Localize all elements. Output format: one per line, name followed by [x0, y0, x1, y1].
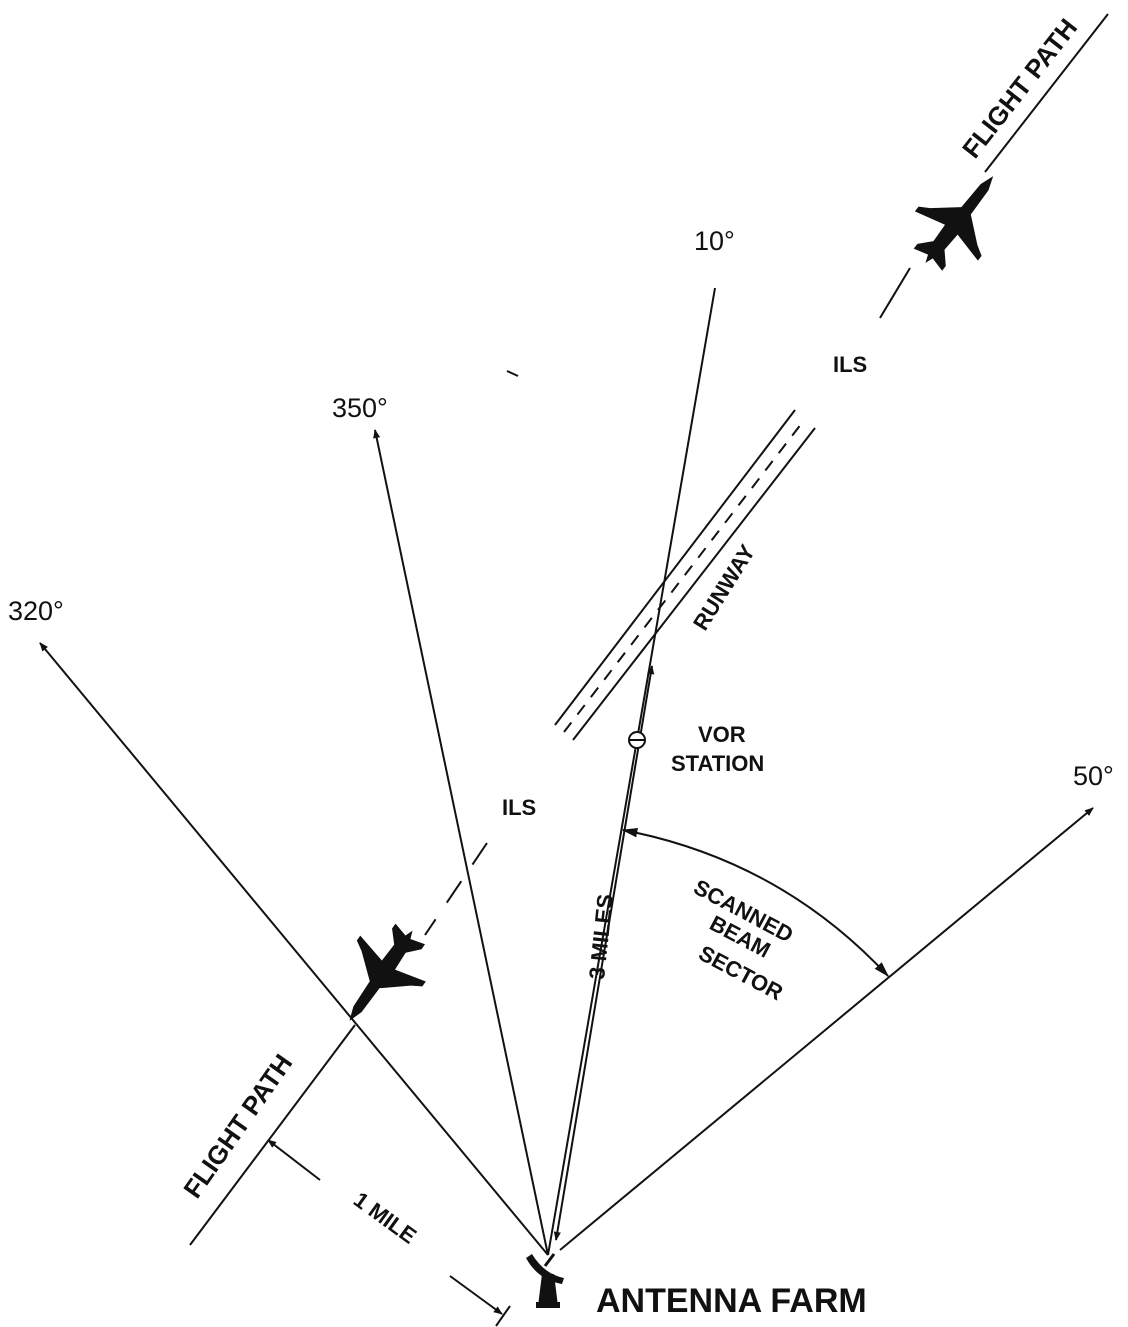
- flight-path-line-top: [984, 13, 1109, 173]
- flight-path-line-bottom: [189, 1024, 356, 1246]
- stray-mark: [506, 370, 519, 377]
- antenna-dish-icon: [526, 1253, 564, 1308]
- ils-dash-bottom: [424, 842, 488, 936]
- three-miles-label: 3 MILES: [584, 893, 618, 981]
- ils-dash-top: [879, 267, 911, 319]
- scanned-beam-sector-arc: [621, 827, 890, 978]
- flight-path-label-top: FLIGHT PATH: [956, 13, 1083, 164]
- ils-label-bottom: ILS: [502, 795, 536, 820]
- radial-50: [559, 807, 1094, 1251]
- vor-station-label-line1: VOR: [698, 722, 746, 747]
- vor-station-icon: [628, 731, 646, 749]
- bearing-label-320: 320°: [8, 596, 64, 626]
- one-mile-label: 1 MILE: [349, 1187, 421, 1249]
- radial-350: [373, 429, 549, 1256]
- bearing-label-350: 350°: [332, 393, 388, 423]
- bearing-label-10: 10°: [694, 226, 735, 256]
- runway-label: RUNWAY: [688, 540, 760, 635]
- ils-label-top: ILS: [833, 352, 867, 377]
- bearing-radials: [39, 287, 1094, 1256]
- one-mile-dimension: [267, 1139, 511, 1327]
- radial-320: [39, 642, 549, 1256]
- antenna-farm-label: ANTENNA FARM: [596, 1282, 867, 1320]
- jet-aircraft-icon: [893, 151, 1025, 288]
- bearing-label-50: 50°: [1073, 761, 1114, 791]
- vor-station-label-line2: STATION: [671, 751, 764, 776]
- jet-aircraft-icon: [316, 907, 446, 1044]
- three-mile-dimension-arrow: [553, 665, 655, 1241]
